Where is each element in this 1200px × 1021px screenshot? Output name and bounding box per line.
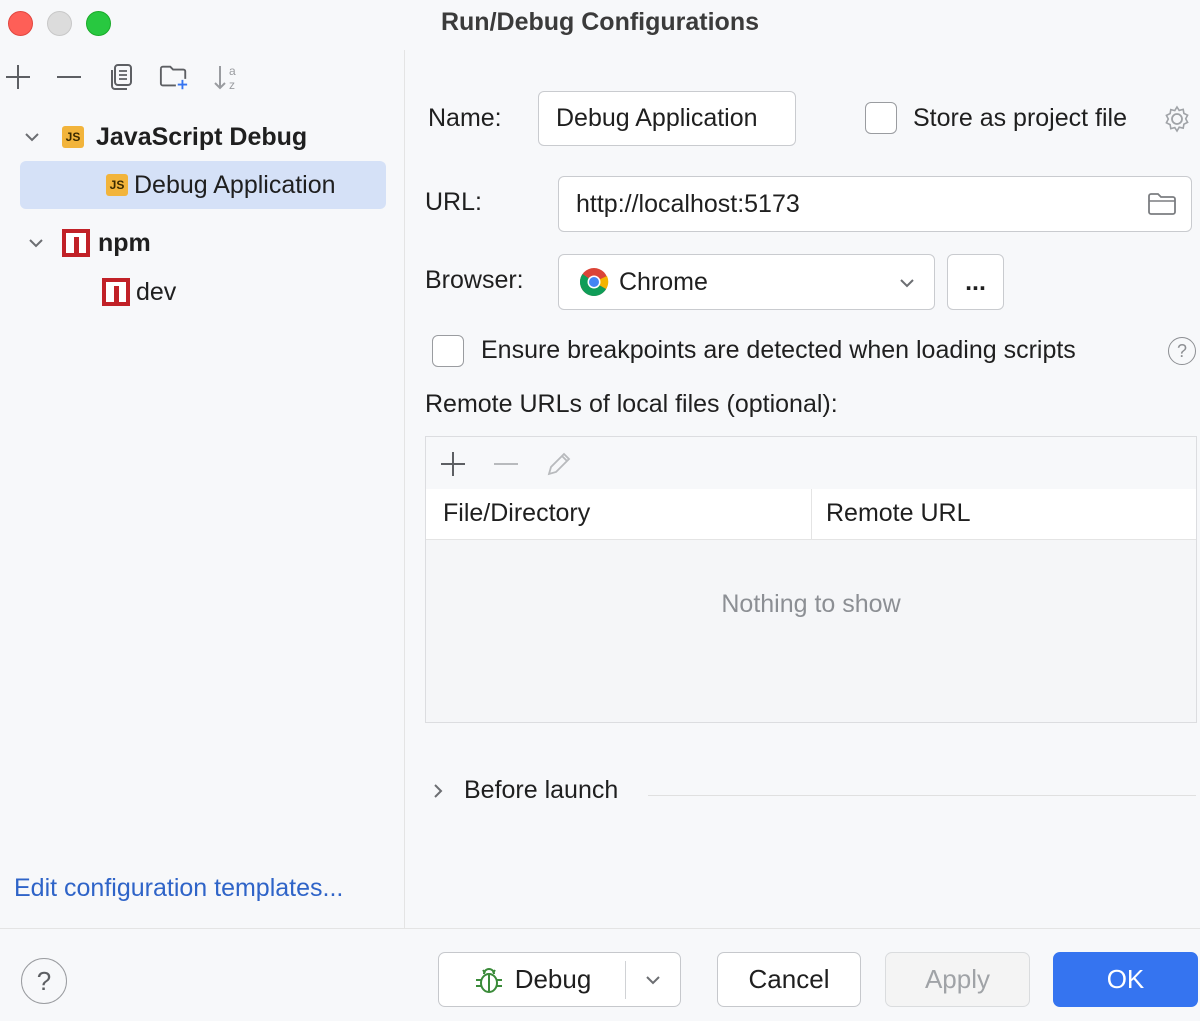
chevron-down-icon (900, 279, 914, 288)
chevron-down-icon (29, 239, 43, 248)
url-field[interactable]: http://localhost:5173 (558, 176, 1192, 232)
plus-icon (6, 65, 30, 89)
help-icon[interactable]: ? (1168, 337, 1196, 365)
sort-alpha-icon: az (214, 64, 236, 92)
ok-button[interactable]: OK (1053, 952, 1198, 1007)
tree-group-npm[interactable]: npm (20, 219, 385, 267)
gear-icon[interactable] (1162, 104, 1192, 134)
minus-icon[interactable] (492, 450, 520, 478)
name-label: Name: (428, 104, 502, 132)
tree-group-label: JavaScript Debug (96, 122, 308, 151)
zoom-window-button[interactable] (86, 11, 111, 36)
javascript-debug-icon: JS (62, 126, 84, 148)
copy-icon (111, 64, 132, 90)
url-value: http://localhost:5173 (576, 189, 800, 218)
chevron-right-icon (434, 783, 443, 798)
add-configuration-button[interactable] (3, 62, 33, 92)
chevron-down-icon (25, 133, 39, 142)
remote-urls-label: Remote URLs of local files (optional): (425, 390, 838, 418)
debug-button[interactable]: Debug (439, 953, 625, 1006)
plus-icon[interactable] (439, 450, 467, 478)
sort-label-a: a (229, 64, 236, 78)
minus-icon (57, 76, 81, 78)
edit-icon[interactable] (545, 450, 573, 478)
url-label: URL: (425, 188, 482, 216)
tree-group-label: npm (98, 228, 151, 257)
minimize-window-button[interactable] (47, 11, 72, 36)
before-launch-label: Before launch (464, 776, 619, 804)
chrome-icon (580, 268, 609, 296)
ensure-breakpoints-checkbox[interactable] (432, 335, 464, 367)
copy-configuration-button[interactable] (107, 62, 137, 92)
tree-item-label: Debug Application (134, 170, 336, 199)
window-title: Run/Debug Configurations (440, 8, 760, 36)
tree-item-debug-application[interactable]: JS Debug Application (20, 161, 386, 209)
tree-item-dev[interactable]: dev (20, 268, 385, 316)
remote-urls-table: File/Directory Remote URL Nothing to sho… (425, 436, 1197, 723)
tree-group-javascript-debug[interactable]: JS JavaScript Debug (20, 113, 385, 161)
new-folder-button[interactable] (159, 62, 189, 92)
title-bar: Run/Debug Configurations (0, 0, 1200, 50)
close-window-button[interactable] (8, 11, 33, 36)
before-launch-section[interactable]: Before launch (428, 776, 618, 805)
remove-configuration-button[interactable] (54, 62, 84, 92)
sidebar-divider[interactable] (404, 50, 405, 928)
split-divider (625, 960, 626, 999)
help-button[interactable]: ? (21, 958, 67, 1004)
edit-configuration-templates-link[interactable]: Edit configuration templates... (14, 874, 344, 902)
folder-icon[interactable] (1147, 191, 1177, 217)
tree-item-label: dev (136, 277, 177, 306)
debug-button-label: Debug (514, 964, 592, 994)
browser-label: Browser: (425, 266, 524, 294)
before-launch-divider (648, 795, 1196, 796)
ensure-breakpoints-label: Ensure breakpoints are detected when loa… (481, 336, 1076, 364)
chevron-down-icon (646, 975, 660, 984)
debug-dropdown-button[interactable] (626, 953, 680, 1006)
browser-selected-value: Chrome (619, 267, 708, 296)
npm-icon (62, 229, 90, 257)
store-as-project-file-label: Store as project file (913, 104, 1127, 132)
bug-icon (475, 967, 502, 993)
npm-icon (102, 278, 130, 306)
column-header-remote-url[interactable]: Remote URL (826, 499, 971, 527)
empty-table-message: Nothing to show (721, 590, 901, 618)
store-as-project-file-checkbox[interactable] (865, 102, 897, 134)
table-header: File/Directory Remote URL (426, 489, 1196, 540)
column-header-file-directory[interactable]: File/Directory (443, 499, 591, 527)
sort-label-z: z (229, 78, 235, 92)
browser-select[interactable]: Chrome (558, 254, 935, 310)
javascript-debug-icon: JS (106, 174, 128, 196)
new-folder-icon (159, 65, 188, 90)
name-field[interactable]: Debug Application (538, 91, 796, 146)
browser-settings-button[interactable]: ... (947, 254, 1004, 310)
column-divider[interactable] (811, 489, 812, 539)
debug-split-button: Debug (438, 952, 681, 1007)
cancel-button[interactable]: Cancel (717, 952, 861, 1007)
apply-button[interactable]: Apply (885, 952, 1030, 1007)
table-toolbar (426, 437, 1196, 490)
